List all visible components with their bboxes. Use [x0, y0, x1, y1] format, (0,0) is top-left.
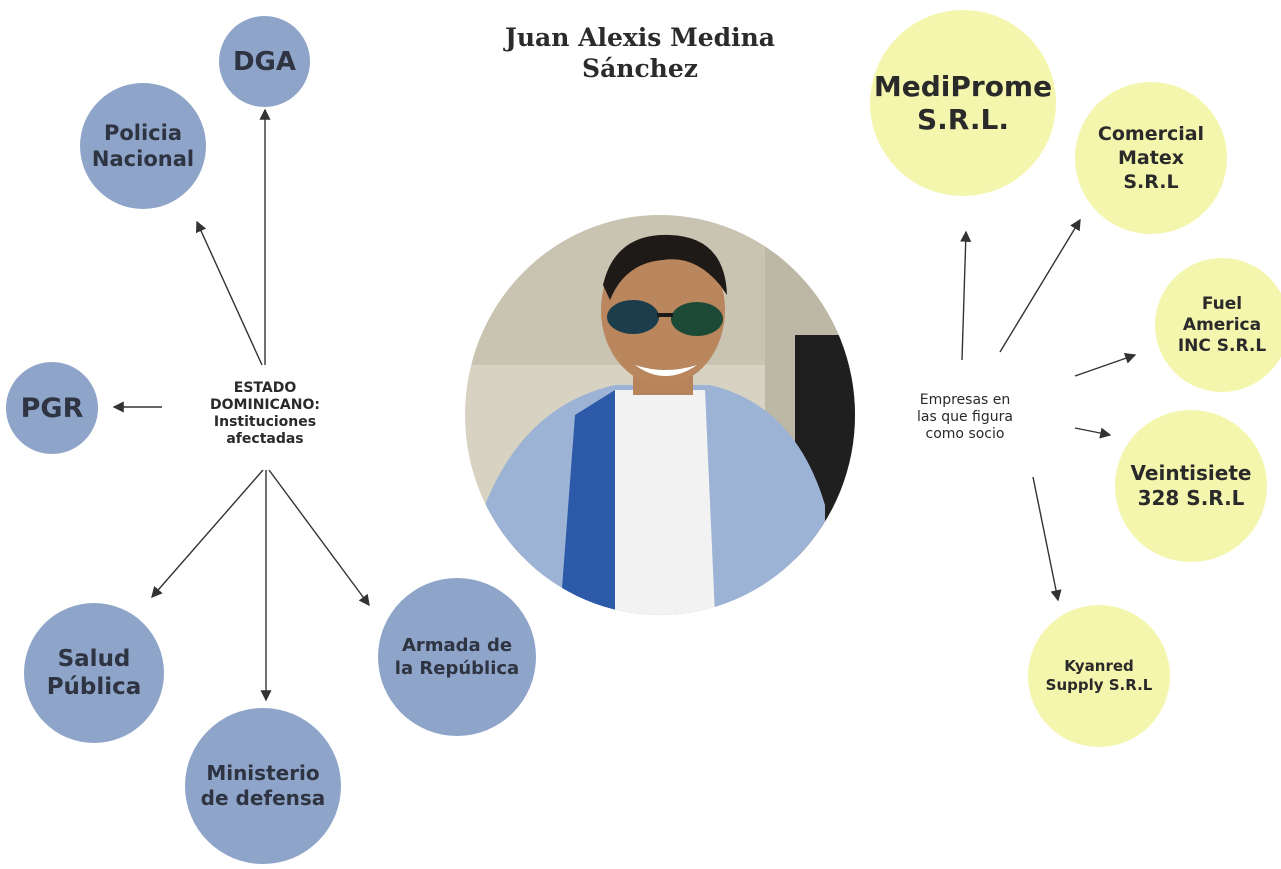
arrow-to-armada — [268, 469, 370, 607]
portrait-photo-icon — [465, 215, 855, 615]
node-salud-publica: Salud Pública — [24, 603, 164, 743]
node-veintisiete-328: Veintisiete 328 S.R.L — [1115, 410, 1267, 562]
node-pgr: PGR — [6, 362, 98, 454]
node-armada-de-la-republica: Armada de la República — [378, 578, 536, 736]
portrait-photo — [465, 215, 855, 615]
arrow-to-matex — [999, 218, 1081, 353]
left-hub-label: ESTADO DOMINICANO: Instituciones afectad… — [175, 380, 355, 448]
arrow-to-policia — [195, 220, 263, 366]
right-hub-label: Empresas en las que figura como socio — [900, 392, 1030, 443]
node-comercial-matex: Comercial Matex S.R.L — [1075, 82, 1227, 234]
arrow-to-fuel — [1074, 352, 1137, 377]
arrow-to-veintisiete — [1074, 427, 1112, 439]
node-ministerio-de-defensa: Ministerio de defensa — [185, 708, 341, 864]
title-line-2: Sánchez — [582, 54, 698, 83]
node-policia-nacional: Policia Nacional — [80, 83, 206, 209]
node-kyanred-supply: Kyanred Supply S.R.L — [1028, 605, 1170, 747]
arrow-to-kyanred — [1032, 476, 1062, 602]
diagram-title: Juan Alexis Medina Sánchez — [470, 22, 810, 84]
node-fuel-america: Fuel America INC S.R.L — [1155, 258, 1281, 392]
title-line-1: Juan Alexis Medina — [505, 23, 775, 52]
node-mediprome: MediProme S.R.L. — [870, 10, 1056, 196]
arrow-to-salud — [151, 469, 264, 599]
node-dga: DGA — [219, 16, 310, 107]
arrow-to-mediprome — [960, 230, 972, 361]
